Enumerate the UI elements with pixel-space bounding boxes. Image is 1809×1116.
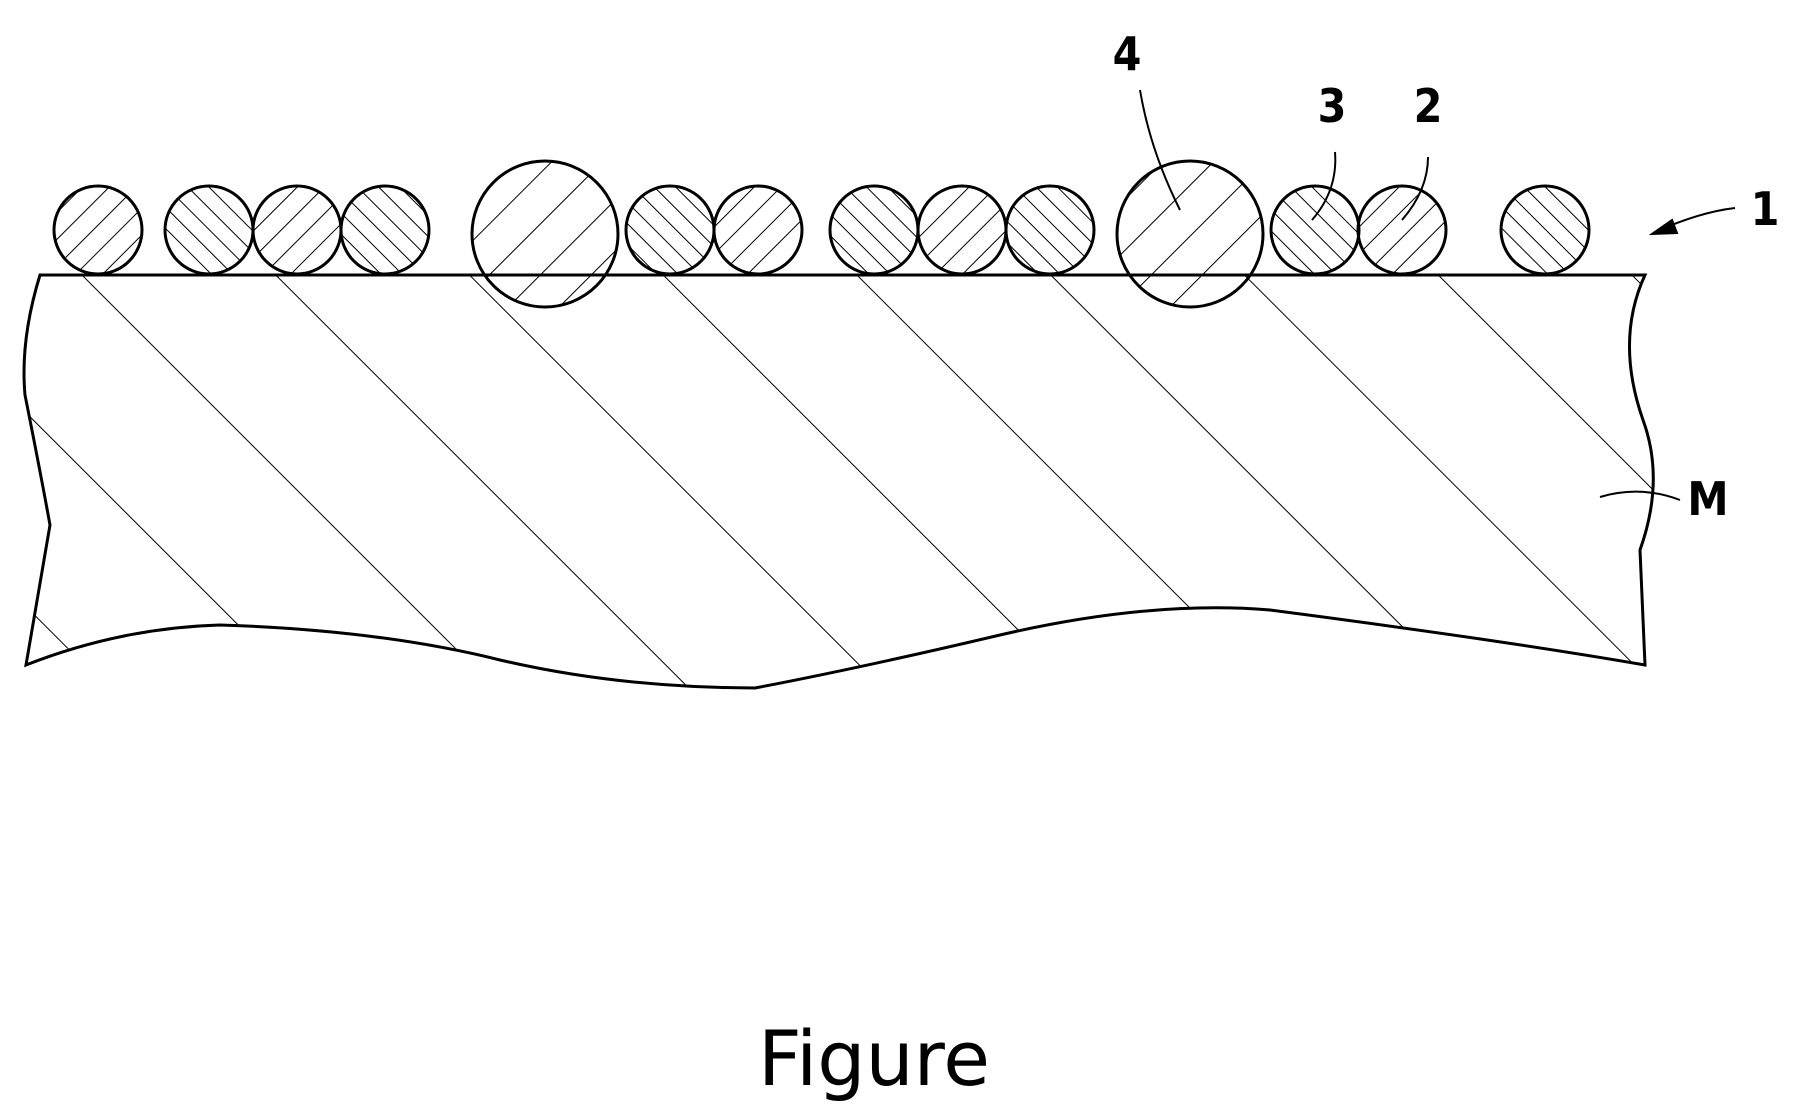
base-material-m [24,275,1653,688]
ref-label-3: 3 [1318,79,1347,133]
small-particle [830,186,918,274]
small-particle [54,186,142,274]
small-particle [253,186,341,274]
large-particle [472,161,618,307]
small-particle [918,186,1006,274]
small-particle [1271,186,1359,274]
small-particle [341,186,429,274]
small-particle [714,186,802,274]
ref-label-2: 2 [1414,79,1443,133]
ref-label-4: 4 [1113,27,1142,81]
small-particle [1006,186,1094,274]
small-particle [165,186,253,274]
small-particle [1501,186,1589,274]
small-particle [626,186,714,274]
figure-caption: Figure [758,1014,990,1103]
ref-label-m: M [1687,472,1728,526]
ref-label-1: 1 [1751,182,1780,236]
large-particle [1117,161,1263,307]
small-particle [1358,186,1446,274]
arrow-head-1 [1652,220,1677,234]
